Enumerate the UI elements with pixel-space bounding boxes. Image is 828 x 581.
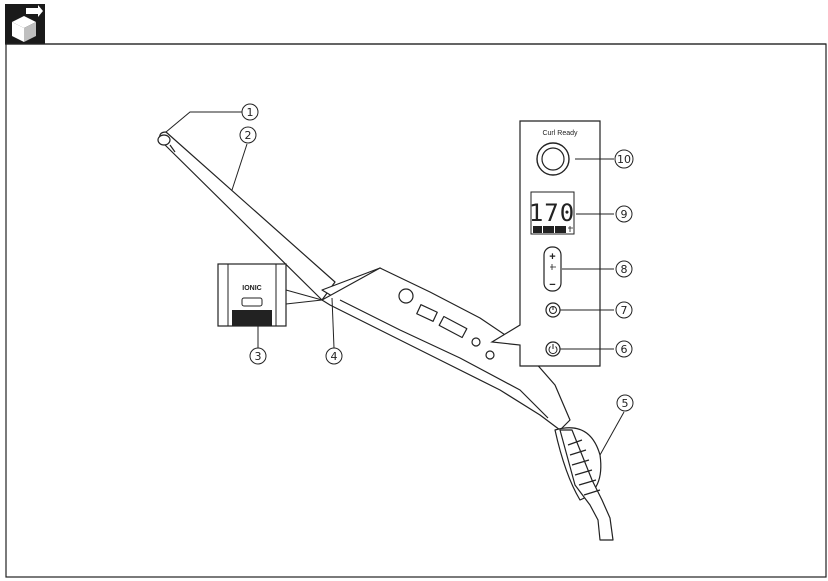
timer-option-10: 10 <box>545 228 552 234</box>
svg-text:9: 9 <box>621 208 628 221</box>
ionic-label: IONIC <box>242 285 261 292</box>
svg-text:7: 7 <box>621 304 628 317</box>
callout-8: 8 <box>615 260 633 278</box>
callout-5: 5 <box>616 394 634 412</box>
svg-text:8: 8 <box>621 263 628 276</box>
svg-text:5: 5 <box>622 397 629 410</box>
callout-4: 4 <box>325 347 343 365</box>
svg-text:10: 10 <box>617 153 631 166</box>
timer-option-8: 8 <box>536 228 540 234</box>
svg-text:2: 2 <box>245 129 252 142</box>
callout-6: 6 <box>615 340 633 358</box>
key-icon <box>550 264 556 270</box>
power-button <box>545 341 561 357</box>
curling-iron <box>157 131 614 541</box>
callout-3: 3 <box>249 347 267 365</box>
callout-1: 1 <box>241 103 259 121</box>
minus-label: − <box>549 279 555 291</box>
curl-ready-label: Curl Ready <box>542 130 578 137</box>
callouts: 1 2 3 4 5 6 7 8 <box>239 103 634 412</box>
timer-option-12: 12 <box>557 228 564 234</box>
leader-lines <box>165 111 625 456</box>
svg-text:1: 1 <box>247 106 254 119</box>
callout-9: 9 <box>615 205 633 223</box>
callout-7: 7 <box>615 301 633 319</box>
key-icon <box>568 226 573 232</box>
control-panel: Curl Ready 170 8 10 12 + − <box>490 120 601 367</box>
svg-text:3: 3 <box>255 350 262 363</box>
ionic-inset: IONIC <box>217 263 323 327</box>
frame <box>5 43 827 578</box>
svg-text:6: 6 <box>621 343 628 356</box>
callout-10: 10 <box>614 149 634 169</box>
callout-2: 2 <box>239 126 257 144</box>
svg-text:4: 4 <box>331 350 338 363</box>
timer-button <box>545 302 561 318</box>
product-box-icon <box>5 4 45 44</box>
temperature-display: 170 <box>529 199 575 227</box>
temperature-rocker-button <box>543 246 562 292</box>
plus-label: + <box>549 251 555 263</box>
